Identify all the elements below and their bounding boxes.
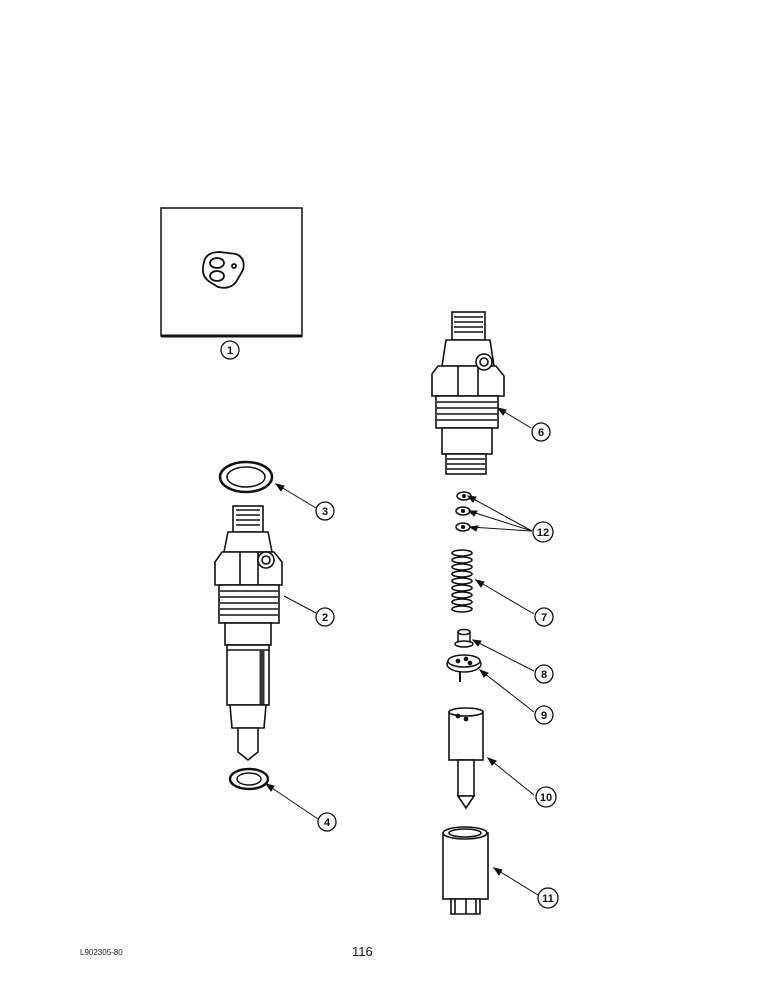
svg-text:7: 7: [541, 612, 547, 624]
callout-1: 1: [220, 340, 240, 360]
intermediate-plate-part-9: [446, 654, 482, 682]
injector-assembly-part-2: [214, 505, 283, 762]
sealing-ring-part-3: [218, 460, 274, 494]
callout-6: 6: [531, 422, 551, 442]
nozzle-part-10: [448, 707, 484, 810]
callout-4: 4: [317, 812, 337, 832]
callout-7: 7: [534, 607, 554, 627]
callout-10: 10: [535, 786, 557, 808]
svg-text:1: 1: [227, 345, 233, 357]
washer-part-4: [228, 767, 270, 791]
callout-12: 12: [532, 521, 554, 543]
svg-text:3: 3: [322, 506, 328, 518]
leader-lines: [264, 407, 539, 896]
svg-text:12: 12: [537, 527, 549, 539]
nozzle-nut-part-11: [442, 826, 489, 915]
callout-11: 11: [537, 887, 559, 909]
callout-3: 3: [315, 501, 335, 521]
page-number: 116: [352, 944, 373, 959]
svg-text:10: 10: [540, 792, 552, 804]
callout-2: 2: [315, 607, 335, 627]
inset-box-part-1: [160, 207, 303, 338]
svg-text:6: 6: [538, 427, 544, 439]
svg-text:9: 9: [541, 710, 547, 722]
shims-part-12: [455, 491, 472, 532]
clip-part: [201, 251, 245, 289]
svg-text:2: 2: [322, 612, 328, 624]
pressure-pin-part-8: [454, 628, 474, 648]
nozzle-holder-body-part-6: [431, 311, 505, 475]
callout-9: 9: [534, 705, 554, 725]
callout-8: 8: [534, 664, 554, 684]
drawing-code: L902305-80: [80, 948, 123, 957]
spring-part-7: [451, 549, 473, 613]
svg-text:4: 4: [324, 817, 331, 829]
svg-text:11: 11: [542, 893, 554, 905]
svg-text:8: 8: [541, 669, 547, 681]
